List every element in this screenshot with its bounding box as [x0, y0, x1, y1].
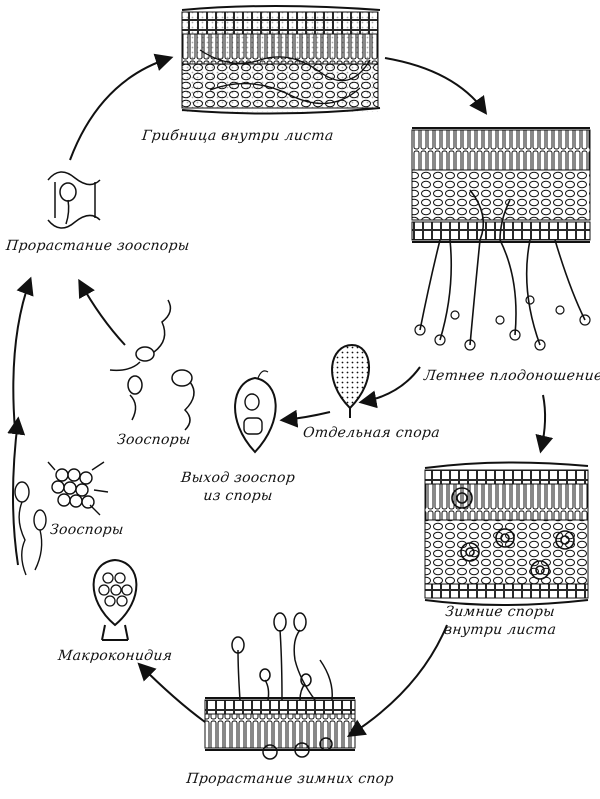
- cycle-arrows: [7, 53, 554, 737]
- arrow-to-macroconidium: [137, 662, 206, 723]
- arrow-to-mycelium: [69, 53, 174, 161]
- label-zoospore-germination: Прорастание зооспоры: [5, 238, 191, 254]
- label-zoospore-release-line2: из споры: [202, 488, 274, 504]
- leaf-section-mycelium: [181, 5, 381, 115]
- label-winter-spores-line2: внутри листа: [443, 622, 557, 638]
- arrow-to-summer-fruiting: [384, 57, 488, 115]
- zoospores-upper: [109, 299, 195, 431]
- label-macroconidium: Макроконидия: [57, 648, 174, 664]
- arrow-to-germination-left: [12, 276, 34, 431]
- arrow-to-zoospores: [7, 416, 26, 566]
- arrow-to-winter-germination: [346, 624, 448, 737]
- label-winter-spore-germination: Прорастание зимних спор: [185, 771, 395, 787]
- arrow-summer-to-spore: [358, 366, 421, 409]
- zoospores-lower: [14, 461, 109, 576]
- leaf-section-summer-fruiting: [411, 127, 591, 351]
- label-mycelium-in-leaf: Грибница внутри листа: [141, 128, 335, 144]
- macroconidium-drawing: [92, 558, 138, 641]
- arrow-to-winter-spores: [535, 394, 554, 454]
- label-zoospores-upper: Зооспоры: [116, 432, 192, 448]
- leaf-section-winter-spores: [424, 461, 589, 606]
- single-spore: [331, 343, 370, 418]
- zoospore-release-drawing: [234, 370, 277, 454]
- arrow-zoospores-to-germination: [78, 278, 126, 346]
- label-single-spore: Отдельная спора: [302, 425, 441, 441]
- zoospore-germination-drawing: [47, 171, 101, 229]
- winter-spore-germination-drawing: [204, 612, 356, 760]
- label-zoospores-lower: Зооспоры: [49, 522, 125, 538]
- label-winter-spores-line1: Зимние споры: [444, 604, 556, 620]
- label-zoospore-release-line1: Выход зооспор: [180, 470, 296, 486]
- arrow-spore-to-release: [279, 409, 331, 428]
- label-summer-fruiting: Летнее плодоношение: [423, 368, 600, 384]
